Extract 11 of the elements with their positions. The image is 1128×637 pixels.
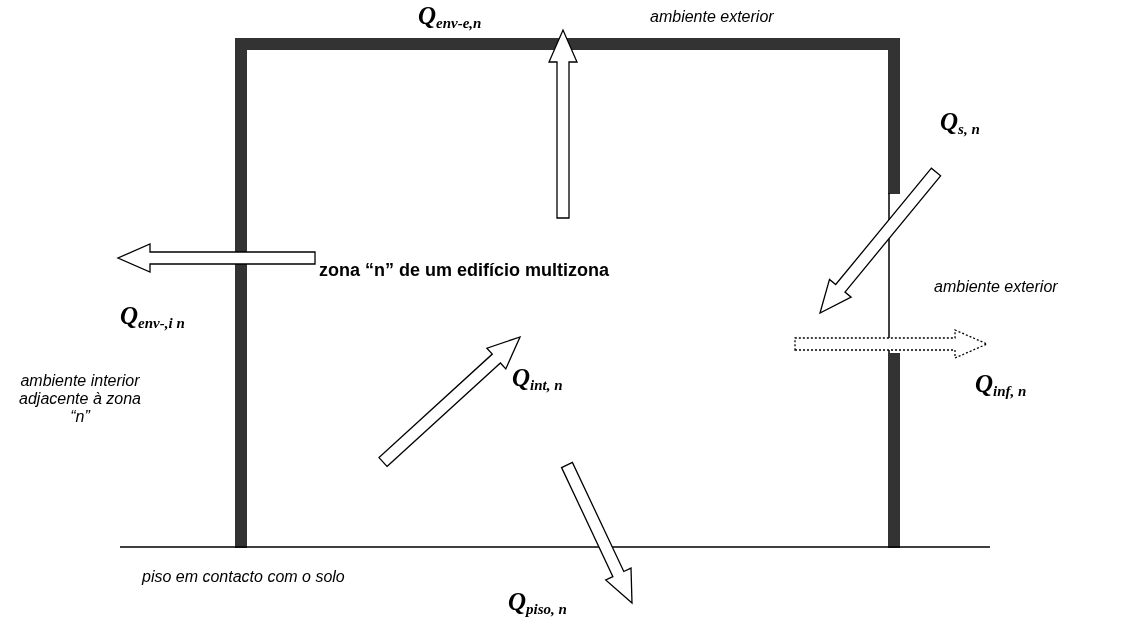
region-label: piso em contacto com o solo: [142, 568, 345, 586]
region-label: ambiente exterior: [650, 8, 774, 26]
heat-flow-label: Q$_{piso, n}$: [508, 588, 567, 616]
zone-label: zona “n” de um edifício multizona: [319, 260, 609, 281]
region-label: ambiente exterior: [934, 278, 1058, 296]
heat-flow-label: Q$_{env-,i n}$: [120, 302, 185, 330]
heat-flow-label: Q$_{int, n}$: [512, 364, 563, 392]
region-label: ambiente interior adjacente à zona “n”: [18, 372, 142, 426]
heat-flow-label: Q$_{env-e,n}$: [418, 2, 482, 30]
heat-flow-label: Q$_{inf, n}$: [975, 370, 1027, 398]
heat-flow-label: Q$_{s, n}$: [940, 108, 980, 136]
